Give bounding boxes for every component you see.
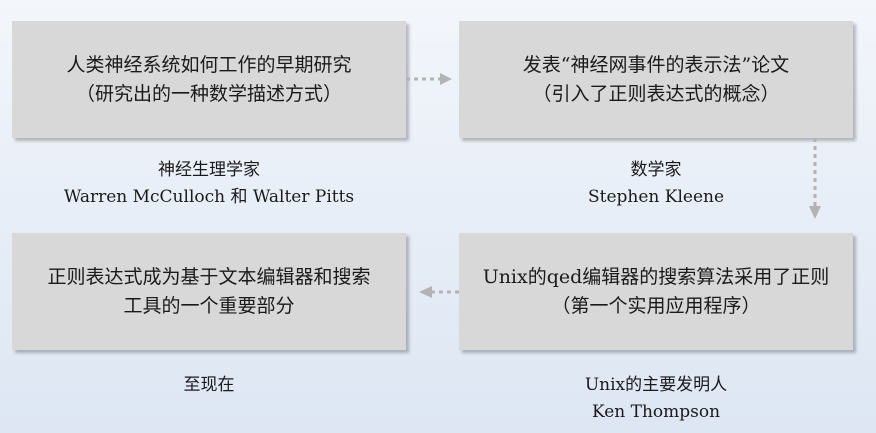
caption-line: 神经生理学家 [158, 160, 260, 180]
caption-line: Stephen Kleene [587, 187, 725, 207]
box-text-line: （引入了正则表达式的概念） [532, 82, 780, 105]
caption-line: 数学家 [630, 160, 682, 180]
box-text-line: Unix的qed编辑器的搜索算法采用了正则 [482, 265, 830, 288]
step-box-kleene-paper: 发表“神经网事件的表示法”论文 （引入了正则表达式的概念） [459, 21, 853, 138]
caption-line: 至现在 [183, 375, 235, 395]
caption-line: Unix的主要发明人 [584, 375, 728, 395]
step-box-early-research: 人类神经系统如何工作的早期研究 （研究出的一种数学描述方式） [12, 21, 406, 138]
caption-line: Ken Thompson [591, 402, 721, 422]
box-text-line: 工具的一个重要部分 [123, 294, 295, 317]
caption-line: Warren McCulloch 和 Walter Pitts [63, 187, 355, 207]
step-box-unix-qed: Unix的qed编辑器的搜索算法采用了正则 （第一个实用应用程序） [459, 233, 853, 350]
box-text-line: （研究出的一种数学描述方式） [75, 82, 342, 105]
arrow-left-head [419, 286, 432, 298]
caption-unix-inventor: Unix的主要发明人 Ken Thompson [459, 372, 853, 426]
box-text-line: （第一个实用应用程序） [551, 294, 761, 317]
box-text-line: 人类神经系统如何工作的早期研究 [66, 53, 352, 76]
box-text-line: 正则表达式成为基于文本编辑器和搜索 [47, 265, 371, 288]
box-text-line: 发表“神经网事件的表示法”论文 [522, 53, 790, 76]
caption-mathematician: 数学家 Stephen Kleene [459, 157, 853, 211]
caption-neurophysiologists: 神经生理学家 Warren McCulloch 和 Walter Pitts [12, 157, 406, 211]
step-box-modern-usage: 正则表达式成为基于文本编辑器和搜索 工具的一个重要部分 [12, 233, 406, 350]
arrow-right-head [440, 73, 452, 85]
caption-until-now: 至现在 [12, 372, 406, 399]
